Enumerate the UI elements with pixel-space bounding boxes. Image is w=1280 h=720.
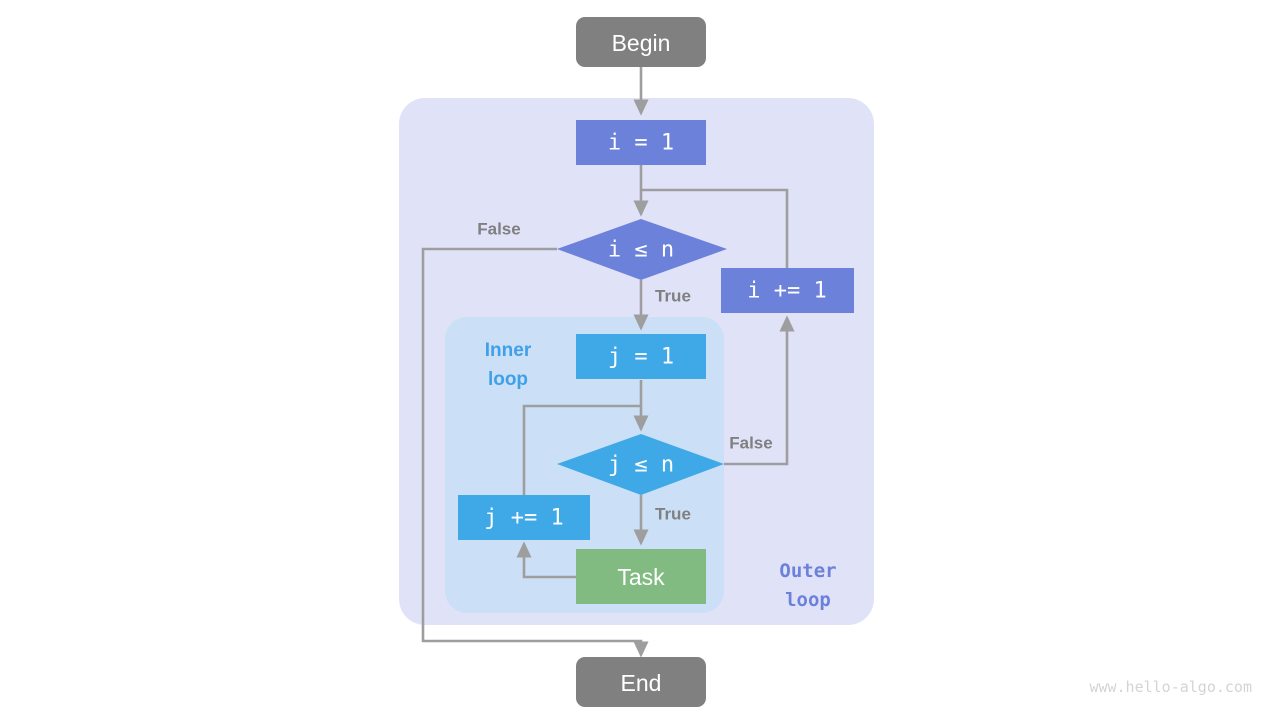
j-init-label: j = 1 <box>608 345 674 370</box>
edge-task-to-j-inc <box>516 541 576 579</box>
end-shape[interactable] <box>576 657 706 707</box>
node-end[interactable]: End <box>576 657 706 707</box>
begin-shape[interactable] <box>576 17 706 67</box>
edge-j-cond-false-to-i-inc <box>724 315 795 466</box>
j-inc-shape[interactable] <box>458 495 590 540</box>
j-inc-label: j += 1 <box>484 506 563 531</box>
i-init-shape[interactable] <box>576 120 706 165</box>
inner-loop-label-line2: loop <box>488 369 528 390</box>
edge-label-j-false: False <box>729 434 772 453</box>
task-shape[interactable] <box>576 549 706 604</box>
node-task[interactable]: Task <box>576 549 706 604</box>
inner-loop-label-line1: Inner <box>485 340 532 361</box>
edge-label-i-true: True <box>655 287 691 306</box>
i-cond-shape[interactable] <box>557 219 727 280</box>
edge-j-inc-to-j-cond <box>522 404 640 495</box>
node-i-cond[interactable]: i ≤ n <box>557 219 727 280</box>
begin-label: Begin <box>612 30 671 56</box>
outer-loop-label-line1: Outer <box>779 560 836 582</box>
edge-label-j-true: True <box>655 505 691 524</box>
i-inc-label: i += 1 <box>747 279 826 304</box>
edge-labels-layer: False True False True <box>477 220 772 524</box>
node-j-init[interactable]: j = 1 <box>576 334 706 379</box>
watermark-text: www.hello-algo.com <box>1089 678 1252 696</box>
edge-i-cond-false-to-end <box>421 247 649 658</box>
edges-layer <box>421 67 795 658</box>
i-inc-shape[interactable] <box>721 268 854 313</box>
i-init-label: i = 1 <box>608 131 674 156</box>
node-j-cond[interactable]: j ≤ n <box>557 434 724 495</box>
j-cond-label: j ≤ n <box>608 453 674 478</box>
node-i-inc[interactable]: i += 1 <box>721 268 854 313</box>
edge-label-i-false: False <box>477 220 520 239</box>
task-label: Task <box>617 564 665 590</box>
i-cond-label: i ≤ n <box>608 238 674 263</box>
j-cond-shape[interactable] <box>557 434 724 495</box>
node-begin[interactable]: Begin <box>576 17 706 67</box>
end-label: End <box>621 670 662 696</box>
outer-loop-label-line2: loop <box>785 589 831 611</box>
edge-i-inc-to-i-cond <box>642 188 789 268</box>
j-init-shape[interactable] <box>576 334 706 379</box>
node-j-inc[interactable]: j += 1 <box>458 495 590 540</box>
node-i-init[interactable]: i = 1 <box>576 120 706 165</box>
